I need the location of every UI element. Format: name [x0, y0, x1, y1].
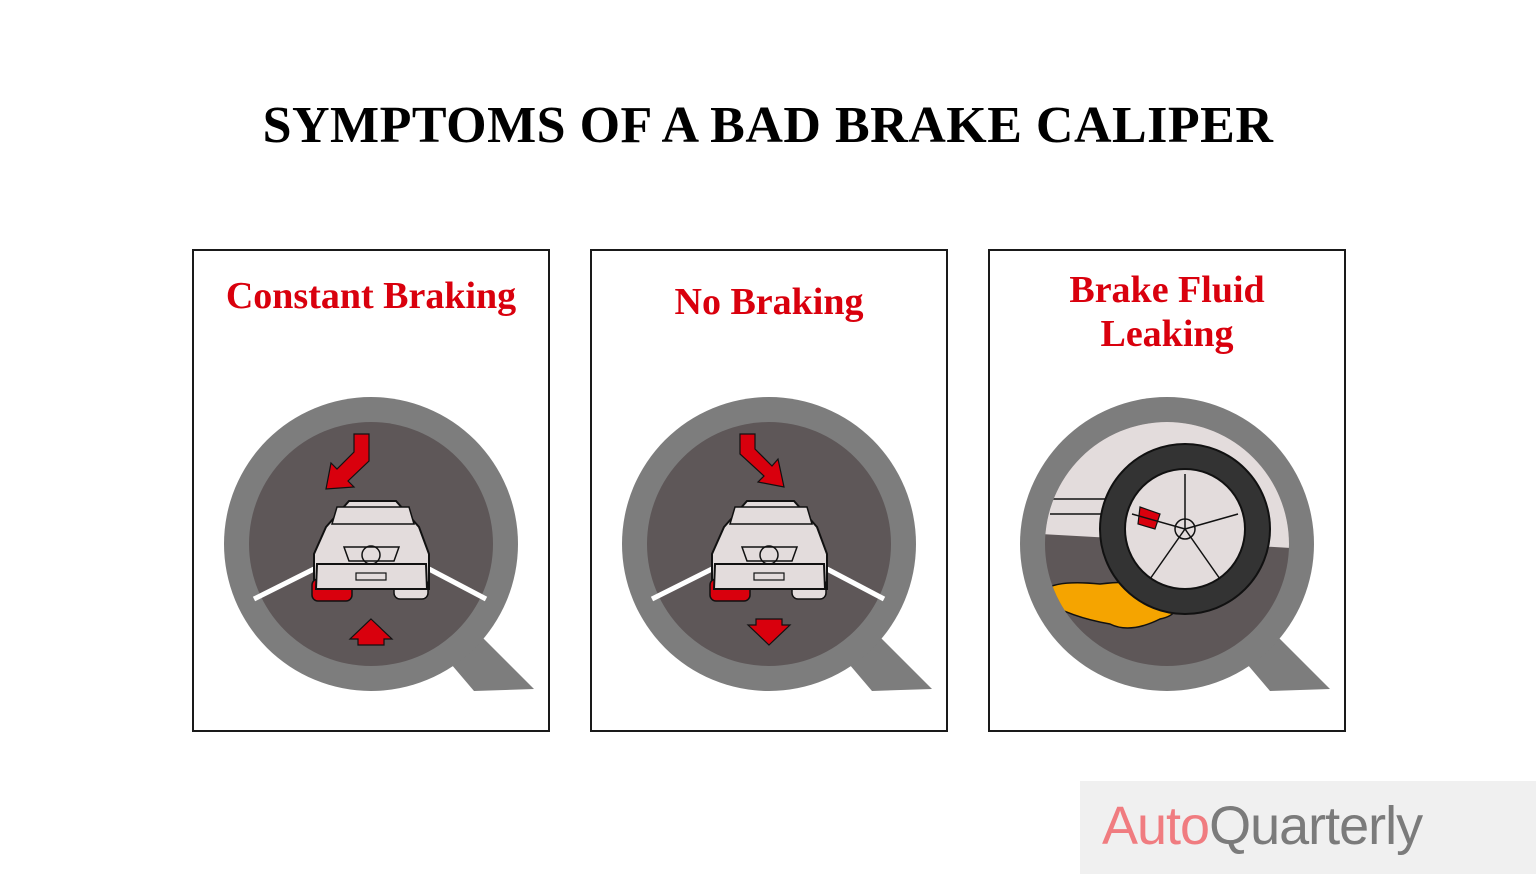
car-no-braking-magnifier-icon: [612, 389, 942, 699]
card-title-line-2: Leaking: [1100, 313, 1234, 355]
autoquarterly-logo[interactable]: AutoQuarterly: [1080, 781, 1536, 874]
wheel-fluid-leak-magnifier-icon: [1010, 389, 1340, 699]
card-title: No Braking: [674, 281, 864, 323]
logo-quarterly-text: Quarterly: [1209, 796, 1423, 856]
card-title: Constant Braking: [225, 275, 517, 317]
card-title: Brake Fluid: [1069, 269, 1265, 311]
logo-text: AutoQuarterly: [1102, 795, 1423, 857]
page-title: SYMPTOMS OF A BAD BRAKE CALIPER: [262, 97, 1274, 154]
symptom-card-brake-fluid-leaking: Brake Fluid Leaking: [988, 249, 1346, 732]
car-constant-braking-magnifier-icon: [214, 389, 544, 699]
symptom-card-no-braking: No Braking: [590, 249, 948, 732]
symptom-card-constant-braking: Constant Braking: [192, 249, 550, 732]
logo-auto-text: Auto: [1102, 796, 1210, 856]
